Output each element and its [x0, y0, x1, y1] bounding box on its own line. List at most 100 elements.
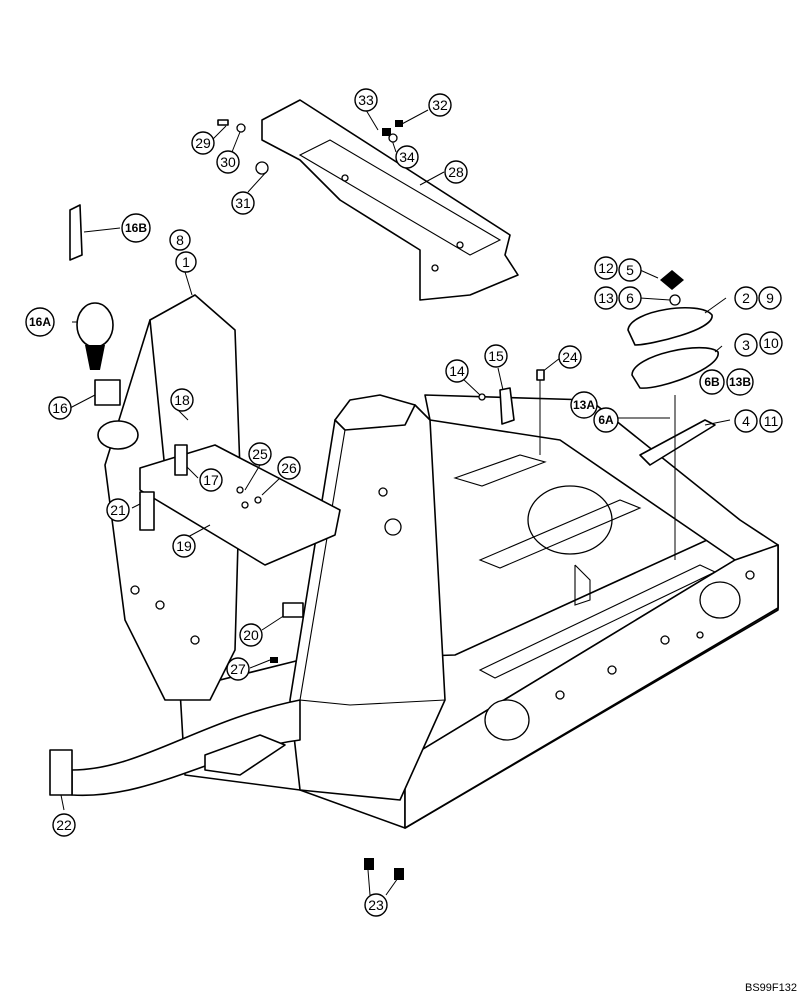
bottom-tab [204, 734, 286, 776]
svg-text:12: 12 [598, 260, 614, 276]
floor-round-opening [527, 485, 613, 555]
callout-2: 2 [734, 286, 758, 310]
rear-wall-bolt-a [555, 690, 565, 700]
callout-17: 17 [199, 468, 223, 492]
callout-33: 33 [354, 88, 378, 112]
svg-text:1: 1 [182, 254, 190, 270]
bolt-24 [536, 369, 545, 381]
svg-text:5: 5 [626, 262, 634, 278]
svg-text:19: 19 [176, 538, 192, 554]
callout-16: 16 [48, 396, 72, 420]
callout-31: 31 [231, 191, 255, 215]
svg-text:21: 21 [110, 502, 126, 518]
center-tower-hole-1 [384, 518, 402, 536]
callout-8: 8 [169, 229, 191, 251]
svg-text:25: 25 [252, 446, 268, 462]
nut-33 [382, 128, 391, 136]
clamp-16B [69, 204, 83, 261]
callout-14: 14 [445, 359, 469, 383]
callout-28: 28 [444, 160, 468, 184]
rear-wall-bolt-c [660, 635, 670, 645]
svg-text:13: 13 [598, 290, 614, 306]
callout-20: 20 [239, 623, 263, 647]
callout-10: 10 [759, 331, 783, 355]
callout-3: 3 [734, 333, 758, 357]
pin-17 [174, 444, 188, 476]
svg-text:34: 34 [399, 149, 415, 165]
top-bracket-hole-2 [431, 264, 439, 272]
strap-4-11 [639, 419, 716, 466]
callout-5: 5 [618, 258, 642, 282]
svg-text:16B: 16B [125, 221, 147, 235]
rear-wall-bolt-b [607, 665, 617, 675]
callout-13A: 13A [570, 391, 598, 419]
center-tower-top [334, 394, 416, 431]
svg-text:33: 33 [358, 92, 374, 108]
breather-cap-base [85, 345, 105, 370]
callout-16A: 16A [25, 307, 55, 337]
drawing-code: BS99F132 [745, 982, 797, 994]
wing-nut-5 [660, 270, 684, 290]
rear-wall-hole-1 [484, 699, 530, 741]
washer-26 [254, 496, 262, 504]
callout-9: 9 [758, 286, 782, 310]
link-21 [139, 491, 155, 531]
floor-slot-2 [478, 499, 642, 569]
callout-15: 15 [484, 344, 508, 368]
svg-text:8: 8 [176, 232, 184, 248]
left-wall-hole-2 [130, 585, 140, 595]
callout-6: 6 [618, 286, 642, 310]
svg-text:13B: 13B [729, 375, 751, 389]
washer-25b [241, 501, 249, 509]
svg-text:29: 29 [195, 135, 211, 151]
svg-text:10: 10 [763, 335, 779, 351]
front-lift-tube [71, 699, 301, 797]
callout-34: 34 [395, 145, 419, 169]
svg-text:20: 20 [243, 627, 259, 643]
fasteners [49, 119, 545, 880]
callout-1: 1 [175, 251, 197, 273]
svg-text:32: 32 [432, 97, 448, 113]
callout-group: 33 32 29 30 34 31 28 16B 8 1 12 5 13 6 2… [25, 88, 783, 917]
center-tower-edge [299, 429, 446, 706]
callout-13: 13 [594, 286, 618, 310]
floor-slot-3 [478, 564, 717, 679]
bushing-20 [282, 602, 304, 618]
callout-16B: 16B [121, 213, 151, 243]
filler-assembly [69, 204, 139, 450]
svg-text:27: 27 [230, 661, 246, 677]
callout-22: 22 [52, 813, 76, 837]
floor-strap [574, 564, 591, 606]
frame-center-tower [289, 404, 446, 801]
clamp-22 [49, 749, 73, 796]
nut-14 [478, 393, 486, 401]
svg-text:2: 2 [742, 290, 750, 306]
svg-text:6: 6 [626, 290, 634, 306]
svg-text:15: 15 [488, 348, 504, 364]
svg-text:31: 31 [235, 195, 251, 211]
rear-wall-hole-2 [699, 581, 741, 619]
svg-text:23: 23 [368, 897, 384, 913]
callout-11: 11 [759, 409, 783, 433]
rear-wall-bolt-e [696, 631, 704, 639]
washer-25a [236, 486, 244, 494]
bolt-27 [270, 657, 278, 663]
plug-23a [364, 858, 374, 870]
leader-lines [59, 109, 731, 896]
svg-text:3: 3 [742, 337, 750, 353]
svg-text:26: 26 [281, 460, 297, 476]
filler-tube-opening [97, 420, 139, 450]
floor-slot-1 [453, 454, 547, 487]
cover-plate-2-9 [627, 307, 713, 346]
svg-text:6A: 6A [598, 413, 614, 427]
svg-text:17: 17 [203, 472, 219, 488]
washer-34 [388, 133, 398, 143]
callout-29: 29 [191, 131, 215, 155]
frame-left-front-post [149, 294, 241, 471]
main-frame [71, 294, 779, 829]
filler-neck-16 [94, 379, 121, 406]
top-bracket-flange [298, 139, 502, 256]
callout-12: 12 [594, 256, 618, 280]
plug-23b [394, 868, 404, 880]
